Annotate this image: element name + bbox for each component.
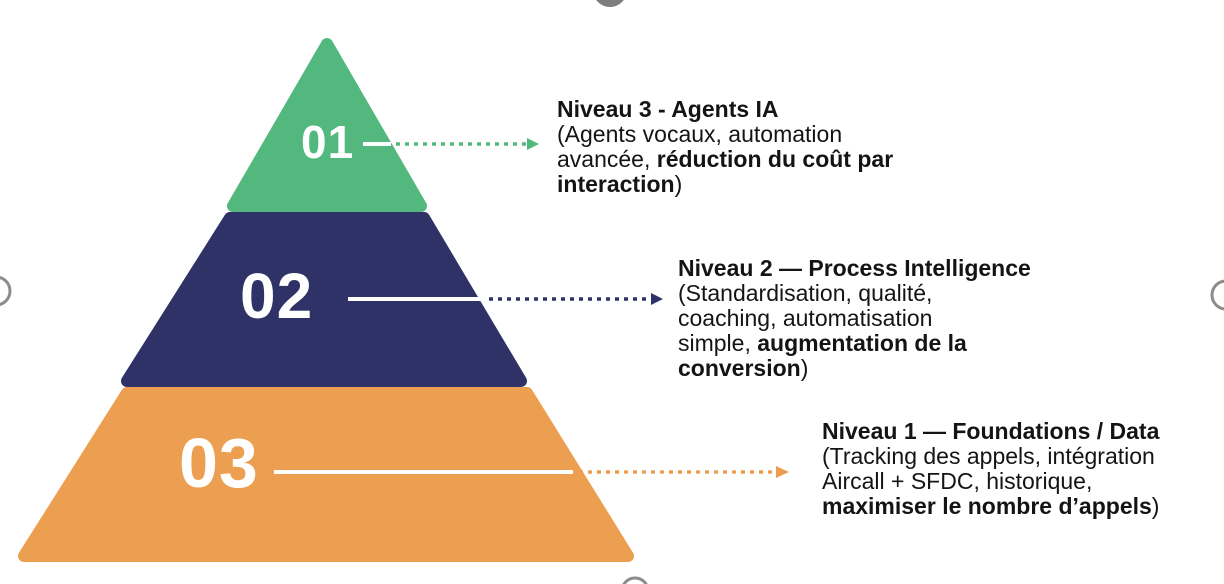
annotation-title: Niveau 3 - Agents IA (557, 96, 779, 122)
annotation-emphasis-text: augmentation de la (757, 330, 967, 356)
annotation-line: (Agents vocaux, automation (557, 122, 893, 147)
selection-handle-right-icon[interactable] (1210, 279, 1224, 311)
annotation-title: Niveau 1 — Foundations / Data (822, 418, 1160, 444)
tier-number-1: 01 (301, 116, 355, 168)
pyramid-tier-bottom-shape[interactable] (18, 387, 634, 562)
annotation-emphasis-text: conversion (678, 355, 801, 381)
annotation-line: conversion) (678, 356, 1031, 381)
arrowhead-icon-level-2 (651, 293, 663, 305)
annotation-level-3[interactable]: Niveau 3 - Agents IA(Agents vocaux, auto… (557, 97, 893, 197)
annotation-line: interaction) (557, 172, 893, 197)
selection-handle-top-icon[interactable] (593, 0, 627, 7)
tier-number-2: 02 (240, 260, 314, 332)
annotation-text: (Standardisation, qualité, (678, 280, 933, 306)
annotation-line: maximiser le nombre d’appels) (822, 494, 1159, 519)
annotation-text: Aircall + SFDC, historique, (822, 468, 1093, 494)
pyramid-tier-middle-shape[interactable] (121, 212, 527, 387)
annotation-emphasis-text: réduction du coût par (656, 146, 894, 172)
annotation-text: ) (674, 171, 683, 197)
annotation-text: coaching, automatisation (678, 305, 933, 331)
annotation-line: (Tracking des appels, intégration (822, 444, 1159, 469)
annotation-emphasis-text: interaction (557, 171, 675, 197)
annotation-text: simple, (678, 330, 758, 356)
annotation-title: Niveau 2 — Process Intelligence (678, 255, 1031, 281)
annotation-line: simple, augmentation de la (678, 331, 1031, 356)
annotation-text: avancée, (557, 146, 657, 172)
annotation-line: (Standardisation, qualité, (678, 281, 1031, 306)
annotation-line: avancée, réduction du coût par (557, 147, 893, 172)
annotation-line: Aircall + SFDC, historique, (822, 469, 1159, 494)
arrowhead-icon-level-1 (527, 138, 539, 150)
annotation-level-1[interactable]: Niveau 1 — Foundations / Data(Tracking d… (822, 419, 1159, 519)
annotation-text: (Tracking des appels, intégration (822, 443, 1155, 469)
arrowhead-icon-level-3 (776, 466, 789, 478)
annotation-emphasis-text: maximiser le nombre d’appels (822, 493, 1152, 519)
annotation-text: (Agents vocaux, automation (557, 121, 843, 147)
annotation-text: ) (1151, 493, 1160, 519)
annotation-line: coaching, automatisation (678, 306, 1031, 331)
tier-number-3: 03 (179, 424, 259, 502)
pyramid-tier-top-shape[interactable] (227, 38, 427, 212)
annotation-text: ) (800, 355, 809, 381)
annotation-level-2[interactable]: Niveau 2 — Process Intelligence(Standard… (678, 256, 1031, 381)
selection-handle-bottom-icon[interactable] (622, 576, 648, 584)
selection-handle-left-icon[interactable] (0, 276, 12, 306)
